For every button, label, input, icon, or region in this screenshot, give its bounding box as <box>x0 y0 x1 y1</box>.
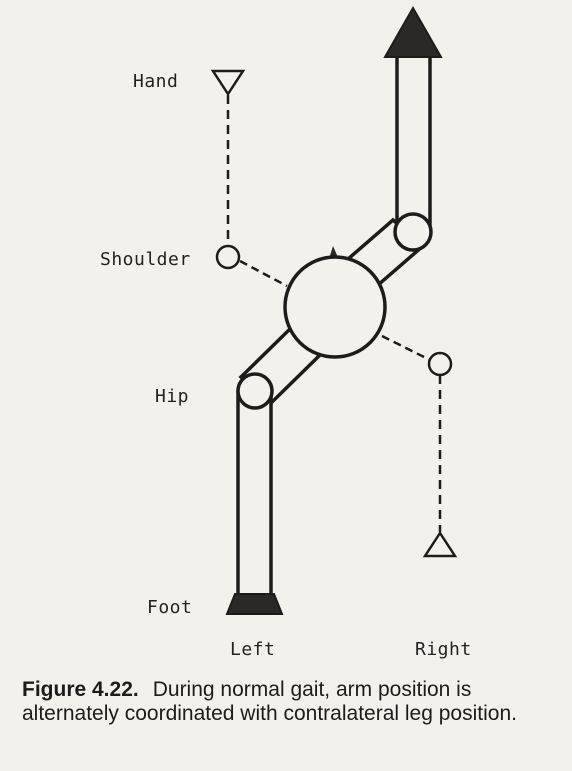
right-arm <box>381 334 458 558</box>
right-leg-shaft <box>395 53 432 232</box>
right-shoulder-link <box>381 334 431 362</box>
label-right: Right <box>415 639 472 660</box>
label-hand: Hand <box>133 71 179 92</box>
gait-diagram <box>210 5 458 615</box>
left-foot-block <box>225 593 284 615</box>
left-shoulder-joint <box>215 244 241 270</box>
left-arm <box>210 69 288 288</box>
left-leg <box>225 324 324 615</box>
left-leg-shaft <box>236 390 273 599</box>
label-shoulder: Shoulder <box>100 249 191 270</box>
caption-text: During normal gait, arm position is alte… <box>22 678 517 725</box>
figure-number: Figure 4.22. <box>22 678 139 701</box>
label-foot: Foot <box>147 597 193 618</box>
figure-caption: Figure 4.22.During normal gait, arm posi… <box>22 678 562 726</box>
left-hip-joint <box>236 372 274 410</box>
left-hand-triangle <box>210 69 246 97</box>
trunk-circle <box>283 255 387 359</box>
left-shoulder-link <box>239 259 288 288</box>
trunk <box>283 246 387 359</box>
right-leg <box>337 5 443 295</box>
right-hip-joint <box>393 212 433 252</box>
right-hand-triangle <box>422 530 458 558</box>
right-leg-arrowhead <box>383 5 443 58</box>
right-shoulder-joint <box>427 351 453 377</box>
label-hip: Hip <box>155 386 190 407</box>
label-left: Left <box>230 639 276 660</box>
